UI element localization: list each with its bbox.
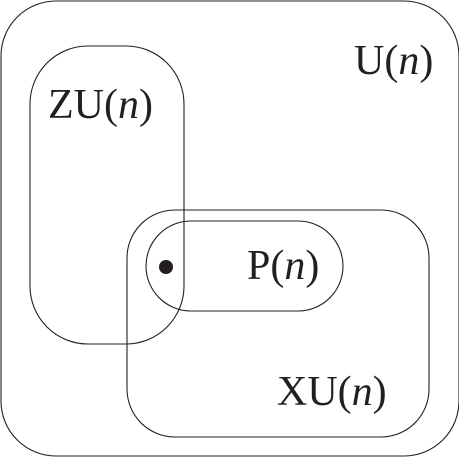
set-zu-outline <box>29 45 185 345</box>
set-p-outline <box>145 220 344 312</box>
label-xu: XU(n) <box>277 369 387 415</box>
label-zu: ZU(n) <box>48 82 153 128</box>
label-p: P(n) <box>247 243 319 289</box>
intersection-point <box>159 260 173 274</box>
set-xu-outline <box>126 209 430 438</box>
label-u: U(n) <box>354 38 433 84</box>
